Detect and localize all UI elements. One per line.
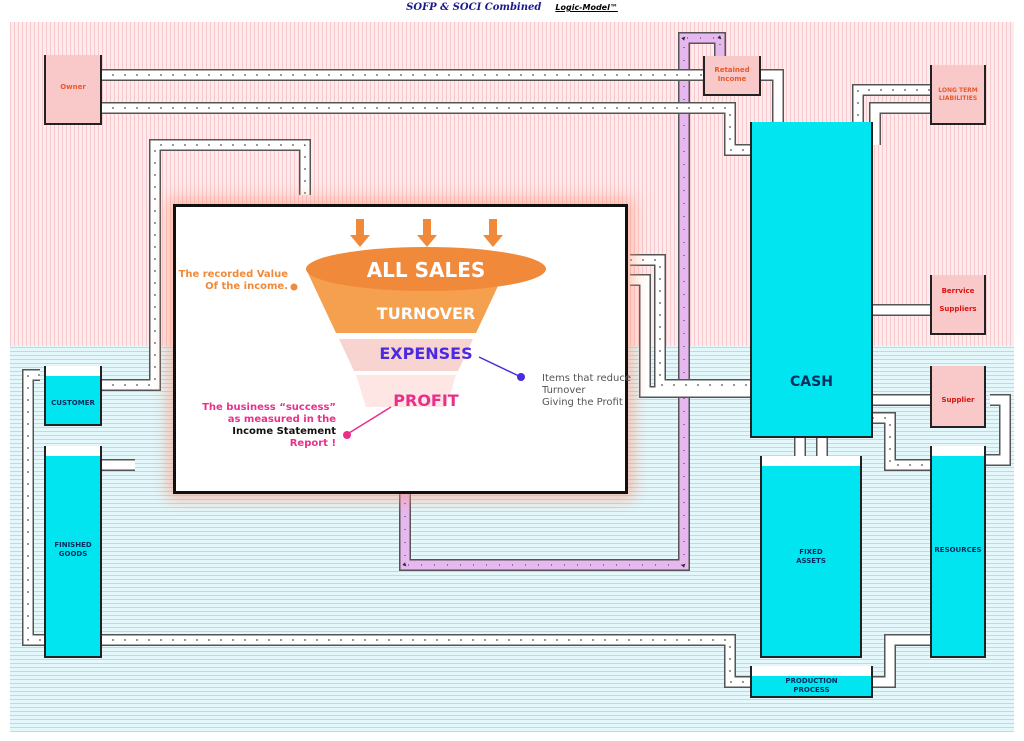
funnel-level-all-sales: ALL SALES xyxy=(366,258,486,282)
funnel-expenses-band xyxy=(339,339,473,371)
cash-tank: CASH xyxy=(750,122,873,438)
arrow-down-icon xyxy=(417,219,437,247)
funnel-graphic xyxy=(290,219,546,439)
profit-dot xyxy=(343,431,351,439)
purple-pipe xyxy=(399,32,726,571)
fixed-assets-tank: FIXED ASSETS xyxy=(760,456,862,658)
arrow-down-icon xyxy=(350,219,370,247)
brand-logo: Logic-Model™ xyxy=(555,3,618,12)
arrow-down-icon xyxy=(483,219,503,247)
turnover-dot xyxy=(290,283,298,291)
service-suppliers-tank: Berrvice Suppliers xyxy=(930,275,986,335)
income-statement-funnel-card: ALL SALES TURNOVER EXPENSES PROFIT The r… xyxy=(173,204,631,494)
resources-tank: RESOURCES xyxy=(930,446,986,658)
supplier-tank: Supplier xyxy=(930,366,986,428)
funnel-profit-band xyxy=(356,375,456,407)
input-arrows xyxy=(350,219,503,247)
funnel-level-expenses: EXPENSES xyxy=(379,344,473,363)
production-process-tank: PRODUCTION PROCESS xyxy=(750,666,873,698)
long-term-liabilities-tank: LONG TERM LIABILITIES xyxy=(930,65,986,125)
funnel-top-ellipse xyxy=(306,247,546,291)
retained-income-tank: Retained Income xyxy=(703,56,761,96)
finished-goods-tank: FINISHED GOODS xyxy=(44,446,102,658)
customer-tank: CUSTOMER xyxy=(44,366,102,426)
funnel-level-profit: PROFIT xyxy=(393,391,459,410)
profit-note: The business “success” as measured in th… xyxy=(202,402,336,449)
owner-tank: Owner xyxy=(44,55,102,125)
expenses-dot xyxy=(517,373,525,381)
funnel-level-turnover: TURNOVER xyxy=(376,304,476,323)
